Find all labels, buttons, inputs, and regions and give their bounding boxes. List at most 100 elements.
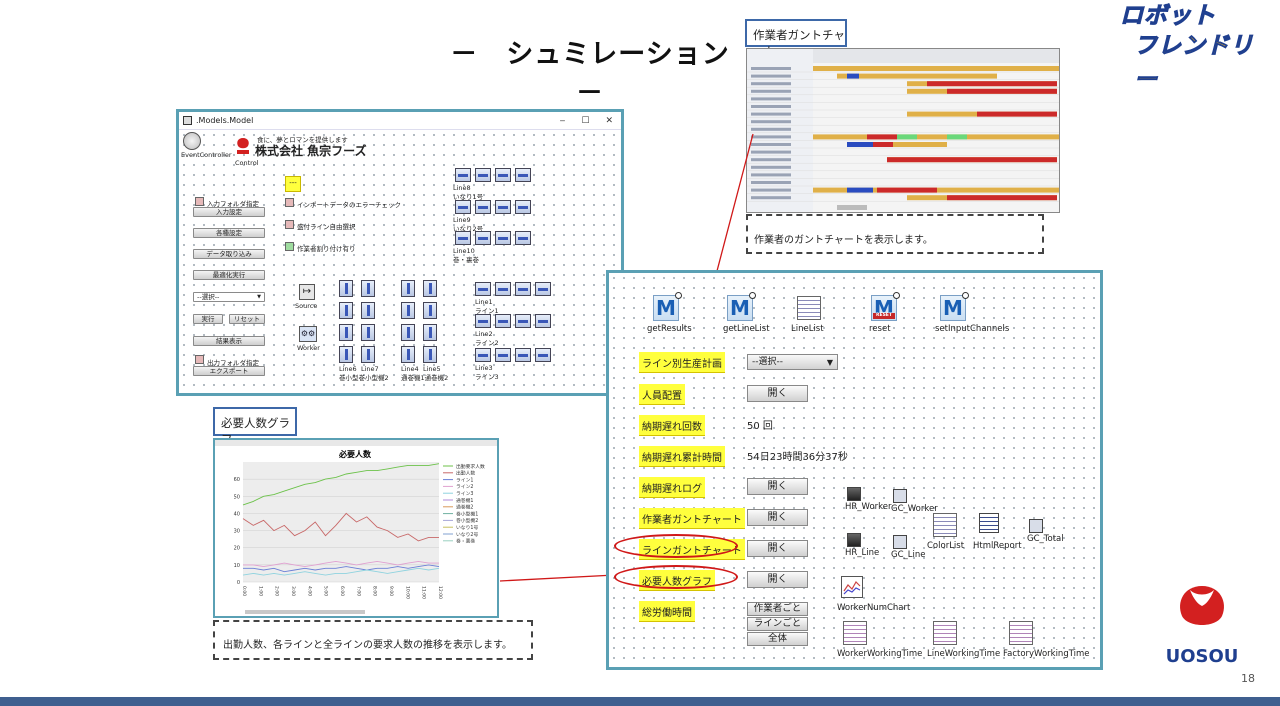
line9-block[interactable] — [455, 200, 471, 214]
close-icon[interactable]: ✕ — [605, 115, 613, 126]
line4-block[interactable] — [401, 302, 415, 319]
export-button[interactable]: エクスポート — [193, 366, 265, 376]
graph-y-tick-label: 60 — [234, 477, 240, 483]
line4-block[interactable] — [401, 324, 415, 341]
worker-icon[interactable]: ⚙⚙ — [299, 326, 317, 342]
line8-block[interactable] — [515, 168, 531, 182]
line3-block[interactable] — [475, 348, 491, 362]
worker-num-chart-icon[interactable] — [841, 576, 863, 598]
reset-badge: RESET — [873, 313, 895, 319]
line2-block[interactable] — [495, 314, 511, 328]
line5-block[interactable] — [423, 346, 437, 363]
settings-button[interactable]: 各種設定 — [193, 228, 265, 238]
line6-block[interactable] — [339, 346, 353, 363]
line10-block[interactable] — [495, 231, 511, 245]
gantt-row-name — [751, 135, 791, 139]
work-by-line-button[interactable]: ラインごと — [747, 617, 808, 631]
line-free-checkbox[interactable] — [285, 220, 294, 229]
gantt-bar — [813, 66, 1059, 71]
data-read-button[interactable]: データ取り込み — [193, 249, 265, 259]
line4-block[interactable] — [401, 280, 415, 297]
model-window-titlebar[interactable]: .Models.Model ‒ ☐ ✕ — [179, 112, 621, 130]
color-list-icon[interactable] — [933, 513, 957, 537]
line3-block[interactable] — [495, 348, 511, 362]
optimize-button[interactable]: 最適化実行 — [193, 270, 265, 280]
staff-open-button[interactable]: 開く — [747, 385, 808, 402]
plan-select-dropdown[interactable]: --選択--▼ — [747, 354, 838, 370]
line4-block[interactable] — [401, 346, 415, 363]
worker-working-time-icon[interactable] — [843, 621, 867, 645]
worker-gantt-open-button[interactable]: 開く — [747, 509, 808, 526]
line8-block[interactable] — [455, 168, 471, 182]
import-check-checkbox[interactable] — [285, 198, 294, 207]
graph-scrollbar[interactable] — [245, 610, 365, 614]
model-select-dropdown[interactable]: --選択--▼ — [193, 292, 265, 302]
line1-block[interactable] — [535, 282, 551, 296]
input-folder-checkbox[interactable] — [195, 197, 204, 206]
line5-block[interactable] — [423, 302, 437, 319]
line5-block[interactable] — [423, 280, 437, 297]
line7-block[interactable] — [361, 302, 375, 319]
line7-block[interactable] — [361, 280, 375, 297]
line45-sub-label: 通巻機1通巻機2 — [401, 374, 449, 382]
line-gantt-open-button[interactable]: 開く — [747, 540, 808, 557]
clock-icon[interactable] — [183, 132, 201, 150]
reset-button[interactable]: リセット — [229, 314, 265, 324]
gantt-scrollbar[interactable] — [837, 205, 867, 210]
line5-block[interactable] — [423, 324, 437, 341]
line1-block[interactable] — [515, 282, 531, 296]
source-icon[interactable]: ↦ — [299, 284, 315, 300]
output-folder-checkbox[interactable] — [195, 355, 204, 364]
line-working-time-icon[interactable] — [933, 621, 957, 645]
hr-worker-icon[interactable] — [847, 487, 861, 501]
line9-block[interactable] — [515, 200, 531, 214]
line7-block[interactable] — [361, 346, 375, 363]
line3-block[interactable] — [535, 348, 551, 362]
line9-block[interactable] — [495, 200, 511, 214]
line10-block[interactable] — [455, 231, 471, 245]
line1-block[interactable] — [475, 282, 491, 296]
line2-block[interactable] — [515, 314, 531, 328]
line7-block[interactable] — [361, 324, 375, 341]
hr-line-icon[interactable] — [847, 533, 861, 547]
line2-block[interactable] — [475, 314, 491, 328]
work-by-worker-button[interactable]: 作業者ごと — [747, 602, 808, 616]
gc-line-icon[interactable] — [893, 535, 907, 549]
line3-block[interactable] — [515, 348, 531, 362]
line9-block[interactable] — [475, 200, 491, 214]
input-settings-button[interactable]: 入力設定 — [193, 207, 265, 217]
graph-open-button[interactable]: 開く — [747, 571, 808, 588]
graph-series-line — [242, 567, 440, 576]
gantt-bar — [847, 142, 947, 147]
gc-worker-icon[interactable] — [893, 489, 907, 503]
worker-assign-checkbox[interactable] — [285, 242, 294, 251]
set-input-channels-icon[interactable]: M — [940, 292, 969, 321]
line10-block[interactable] — [515, 231, 531, 245]
minimize-icon[interactable]: ‒ — [559, 115, 566, 126]
show-results-button[interactable]: 結果表示 — [193, 336, 265, 346]
get-results-icon[interactable]: M — [653, 292, 682, 321]
line2-block[interactable] — [535, 314, 551, 328]
line6-block[interactable] — [339, 302, 353, 319]
work-total-button[interactable]: 全体 — [747, 632, 808, 646]
line6-block[interactable] — [339, 324, 353, 341]
late-log-open-button[interactable]: 開く — [747, 478, 808, 495]
html-report-icon[interactable] — [979, 513, 999, 533]
gc-total-icon[interactable] — [1029, 519, 1043, 533]
graph-legend-entry: ライン1 — [456, 477, 473, 483]
line-list-icon[interactable] — [797, 296, 821, 320]
line6-block[interactable] — [339, 280, 353, 297]
model-window: .Models.Model ‒ ☐ ✕ EventController 食に、夢… — [176, 109, 624, 396]
maximize-icon[interactable]: ☐ — [581, 115, 590, 126]
line1-block[interactable] — [495, 282, 511, 296]
line8-block[interactable] — [475, 168, 491, 182]
run-button[interactable]: 実行 — [193, 314, 223, 324]
graph-chart-title: 必要人数 — [338, 449, 372, 459]
line8-block[interactable] — [495, 168, 511, 182]
row-plan-label: ライン別生産計画 — [639, 352, 725, 373]
line10-block[interactable] — [475, 231, 491, 245]
get-line-list-icon[interactable]: M — [727, 292, 756, 321]
factory-working-time-icon[interactable] — [1009, 621, 1033, 645]
gantt-bar — [887, 157, 1057, 163]
